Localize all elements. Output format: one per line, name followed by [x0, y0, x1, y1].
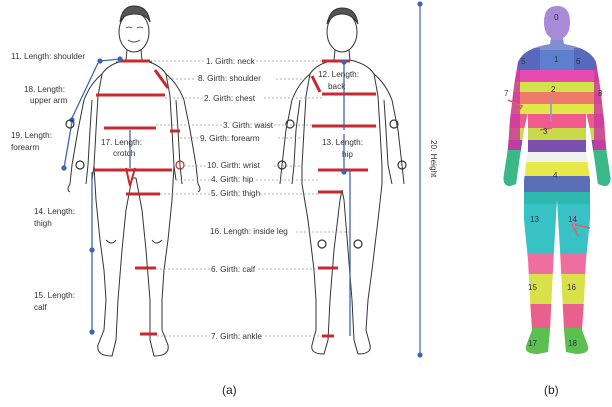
- segment-number: 1: [554, 55, 559, 64]
- front-girth-markers: [94, 61, 180, 334]
- label-hip-length-2: hip: [342, 150, 353, 159]
- height-marker: [418, 2, 422, 357]
- label-height: 20. Height: [429, 140, 438, 178]
- label-hip-length-1: 13. Length:: [322, 138, 363, 147]
- label-waist-girth: 3. Girth: waist: [223, 121, 274, 130]
- label-calf-length-2: calf: [34, 303, 47, 312]
- forearm-length-line: [64, 122, 72, 168]
- label-crotch-length-1: 17. Length:: [101, 138, 142, 147]
- label-inside-leg-length: 16. Length: inside leg: [210, 227, 288, 236]
- label-upper-arm-length-1: 18. Length:: [24, 85, 65, 94]
- label-shoulder-length: 11. Length: shoulder: [11, 52, 85, 61]
- label-back-length-1: 12. Length:: [318, 70, 359, 79]
- segment-number: 17: [528, 339, 537, 348]
- segment-number: 5: [521, 57, 526, 66]
- segment-number: 8: [598, 89, 603, 98]
- label-forearm-girth: 9. Girth: forearm: [200, 134, 260, 143]
- label-neck-girth: 1. Girth: neck: [206, 57, 256, 66]
- segment-number: 15: [528, 283, 537, 292]
- shoulder-girth-marker: [155, 70, 168, 88]
- label-forearm-length-2: forearm: [11, 143, 39, 152]
- label-crotch-length-2: crotch: [113, 149, 136, 158]
- label-calf-length-1: 15. Length:: [34, 291, 75, 300]
- front-face: [126, 27, 143, 42]
- segment-number: 0: [554, 13, 559, 22]
- label-wrist-girth: 10. Girth: wrist: [207, 161, 261, 170]
- segment-number: 18: [568, 339, 577, 348]
- label-forearm-length-1: 19. Length:: [11, 131, 52, 140]
- label-ankle-girth: 7. Girth: ankle: [211, 332, 262, 341]
- segment-number: 16: [567, 283, 576, 292]
- upper-arm-length-line: [72, 63, 98, 118]
- segment-number: 13: [530, 215, 539, 224]
- segment-number: 4: [553, 171, 558, 180]
- segment-number: 14: [568, 215, 577, 224]
- label-chest-girth: 2. Girth: chest: [204, 94, 256, 103]
- segment-number: 2: [551, 85, 556, 94]
- segment-number: 7: [504, 89, 509, 98]
- label-hip-girth: 4. Girth: hip: [211, 175, 254, 184]
- label-thigh-girth: 5. Girth: thigh: [211, 189, 261, 198]
- segment-number: 6: [576, 57, 581, 66]
- label-shoulder-girth: 8. Girth: shoulder: [198, 74, 261, 83]
- label-thigh-length-2: thigh: [34, 219, 52, 228]
- label-upper-arm-length-2: upper arm: [30, 96, 67, 105]
- label-thigh-length-1: 14. Length:: [34, 207, 75, 216]
- label-calf-girth: 6. Girth: calf: [211, 265, 256, 274]
- caption-b: (b): [544, 383, 559, 397]
- segment-number: 3: [543, 127, 548, 136]
- caption-a: (a): [222, 383, 237, 397]
- label-back-length-2: back: [328, 82, 346, 91]
- shoulder-length-line: [100, 59, 120, 61]
- front-body-figure: [68, 6, 200, 356]
